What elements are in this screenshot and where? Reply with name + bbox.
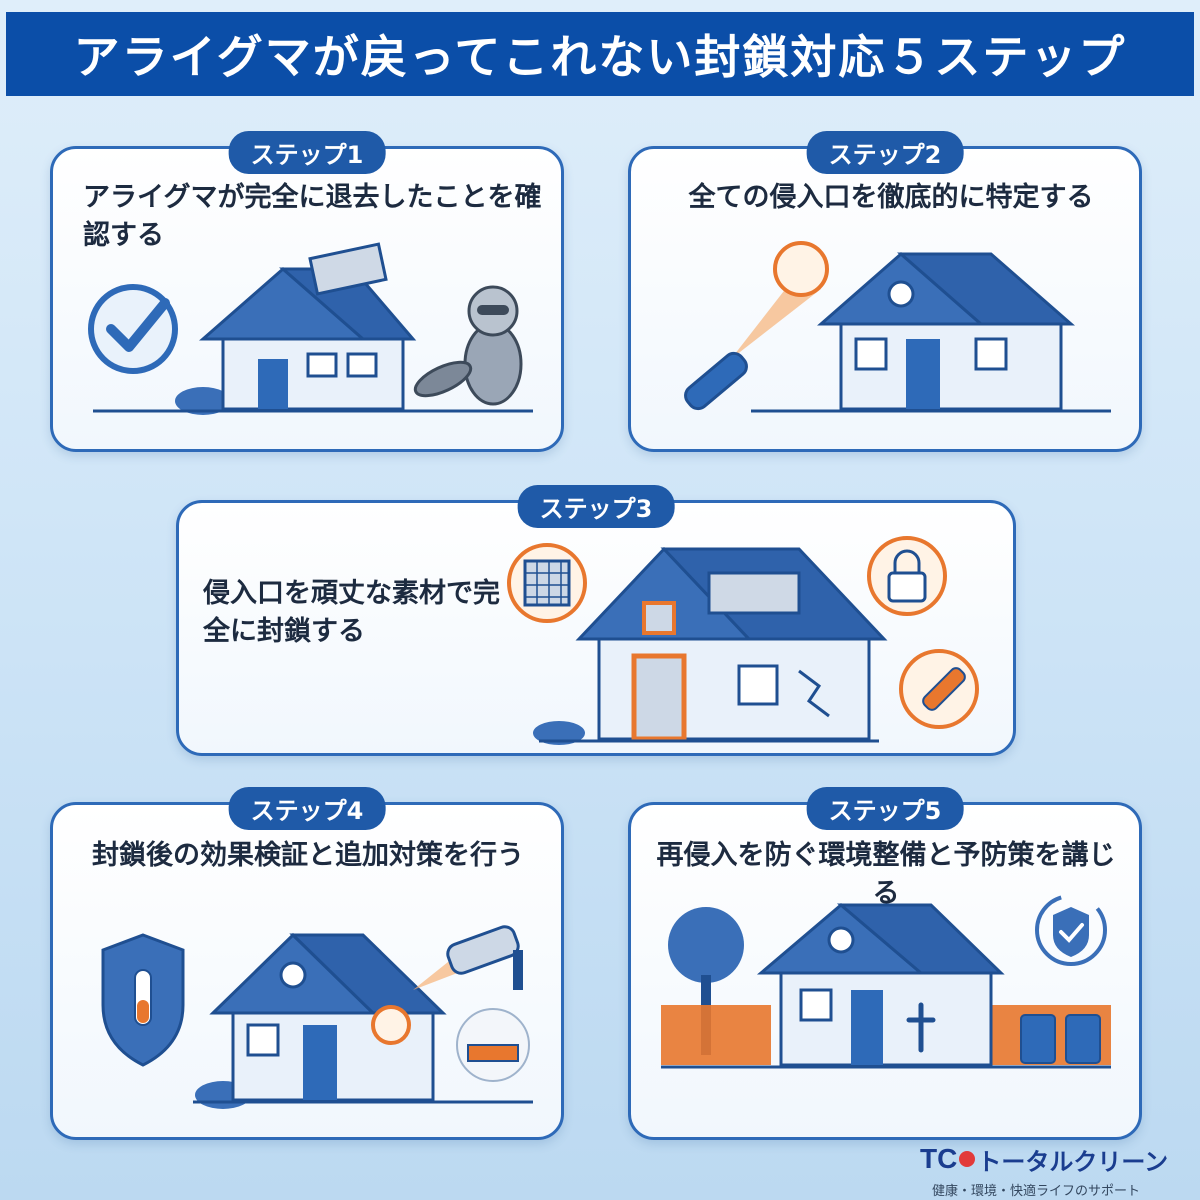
lock-icon bbox=[867, 536, 947, 616]
trash-bin-icon bbox=[1020, 1014, 1101, 1064]
step-description: 封鎖後の効果検証と追加対策を行う bbox=[92, 840, 524, 871]
mesh-icon bbox=[507, 543, 587, 623]
step2-illustration bbox=[684, 241, 1111, 413]
company-logo: TC トータルクリーン 健康・環境・快適ライフのサポート bbox=[920, 1142, 1170, 1199]
house-icon bbox=[193, 932, 533, 1109]
logo-dot-icon bbox=[959, 1151, 976, 1167]
step-badge: ステップ2 bbox=[806, 131, 964, 174]
step-card-1: ステップ1 アライグマが完全に退去したことを確認する bbox=[50, 131, 564, 452]
logo-mark: TC bbox=[920, 1143, 958, 1174]
trap-icon bbox=[456, 1008, 530, 1082]
title-bar: アライグマが戻ってこれない封鎖対応５ステップ bbox=[6, 12, 1194, 96]
page-title: アライグマが戻ってこれない封鎖対応５ステップ bbox=[73, 30, 1127, 84]
caulk-gun-icon bbox=[899, 649, 979, 729]
step3-illustration bbox=[507, 536, 979, 745]
flashlight-icon bbox=[684, 241, 829, 411]
step5-illustration bbox=[661, 894, 1111, 1069]
step-card-2: ステップ2 全ての侵入口を徹底的に特定する bbox=[628, 131, 1142, 452]
step-badge: ステップ5 bbox=[806, 787, 964, 830]
house-icon bbox=[751, 252, 1111, 413]
step-badge: ステップ4 bbox=[228, 787, 386, 830]
shield-refresh-icon bbox=[1035, 894, 1107, 966]
check-circle-icon bbox=[88, 284, 178, 374]
step-badge: ステップ3 bbox=[517, 485, 675, 528]
step-description: 侵入口を頑丈な素材で完全に封鎖する bbox=[203, 578, 500, 647]
step-card-4: ステップ4 封鎖後の効果検証と追加対策を行う bbox=[50, 787, 564, 1140]
step-description: 全ての侵入口を徹底的に特定する bbox=[688, 182, 1094, 213]
step-description: アライグマが完全に退去したことを確認する bbox=[83, 182, 542, 251]
logo-tagline: 健康・環境・快適ライフのサポート bbox=[932, 1184, 1141, 1199]
house-icon bbox=[533, 546, 888, 745]
house-icon bbox=[93, 242, 533, 415]
step4-illustration bbox=[101, 925, 533, 1109]
raccoon-icon bbox=[413, 285, 523, 406]
logo-name: トータルクリーン bbox=[977, 1147, 1169, 1176]
step1-illustration bbox=[88, 242, 533, 415]
step-card-3: ステップ3 侵入口を頑丈な素材で完全に封鎖する bbox=[176, 485, 1016, 756]
house-icon bbox=[661, 903, 1111, 1069]
step-card-5: ステップ5 再侵入を防ぐ環境整備と予防策を講じる bbox=[628, 787, 1142, 1140]
shield-test-tube-icon bbox=[101, 933, 185, 1067]
step-badge: ステップ1 bbox=[228, 131, 386, 174]
step-description: 再侵入を防ぐ環境整備と予防策を講じる bbox=[656, 840, 1116, 909]
security-camera-icon bbox=[413, 925, 523, 990]
